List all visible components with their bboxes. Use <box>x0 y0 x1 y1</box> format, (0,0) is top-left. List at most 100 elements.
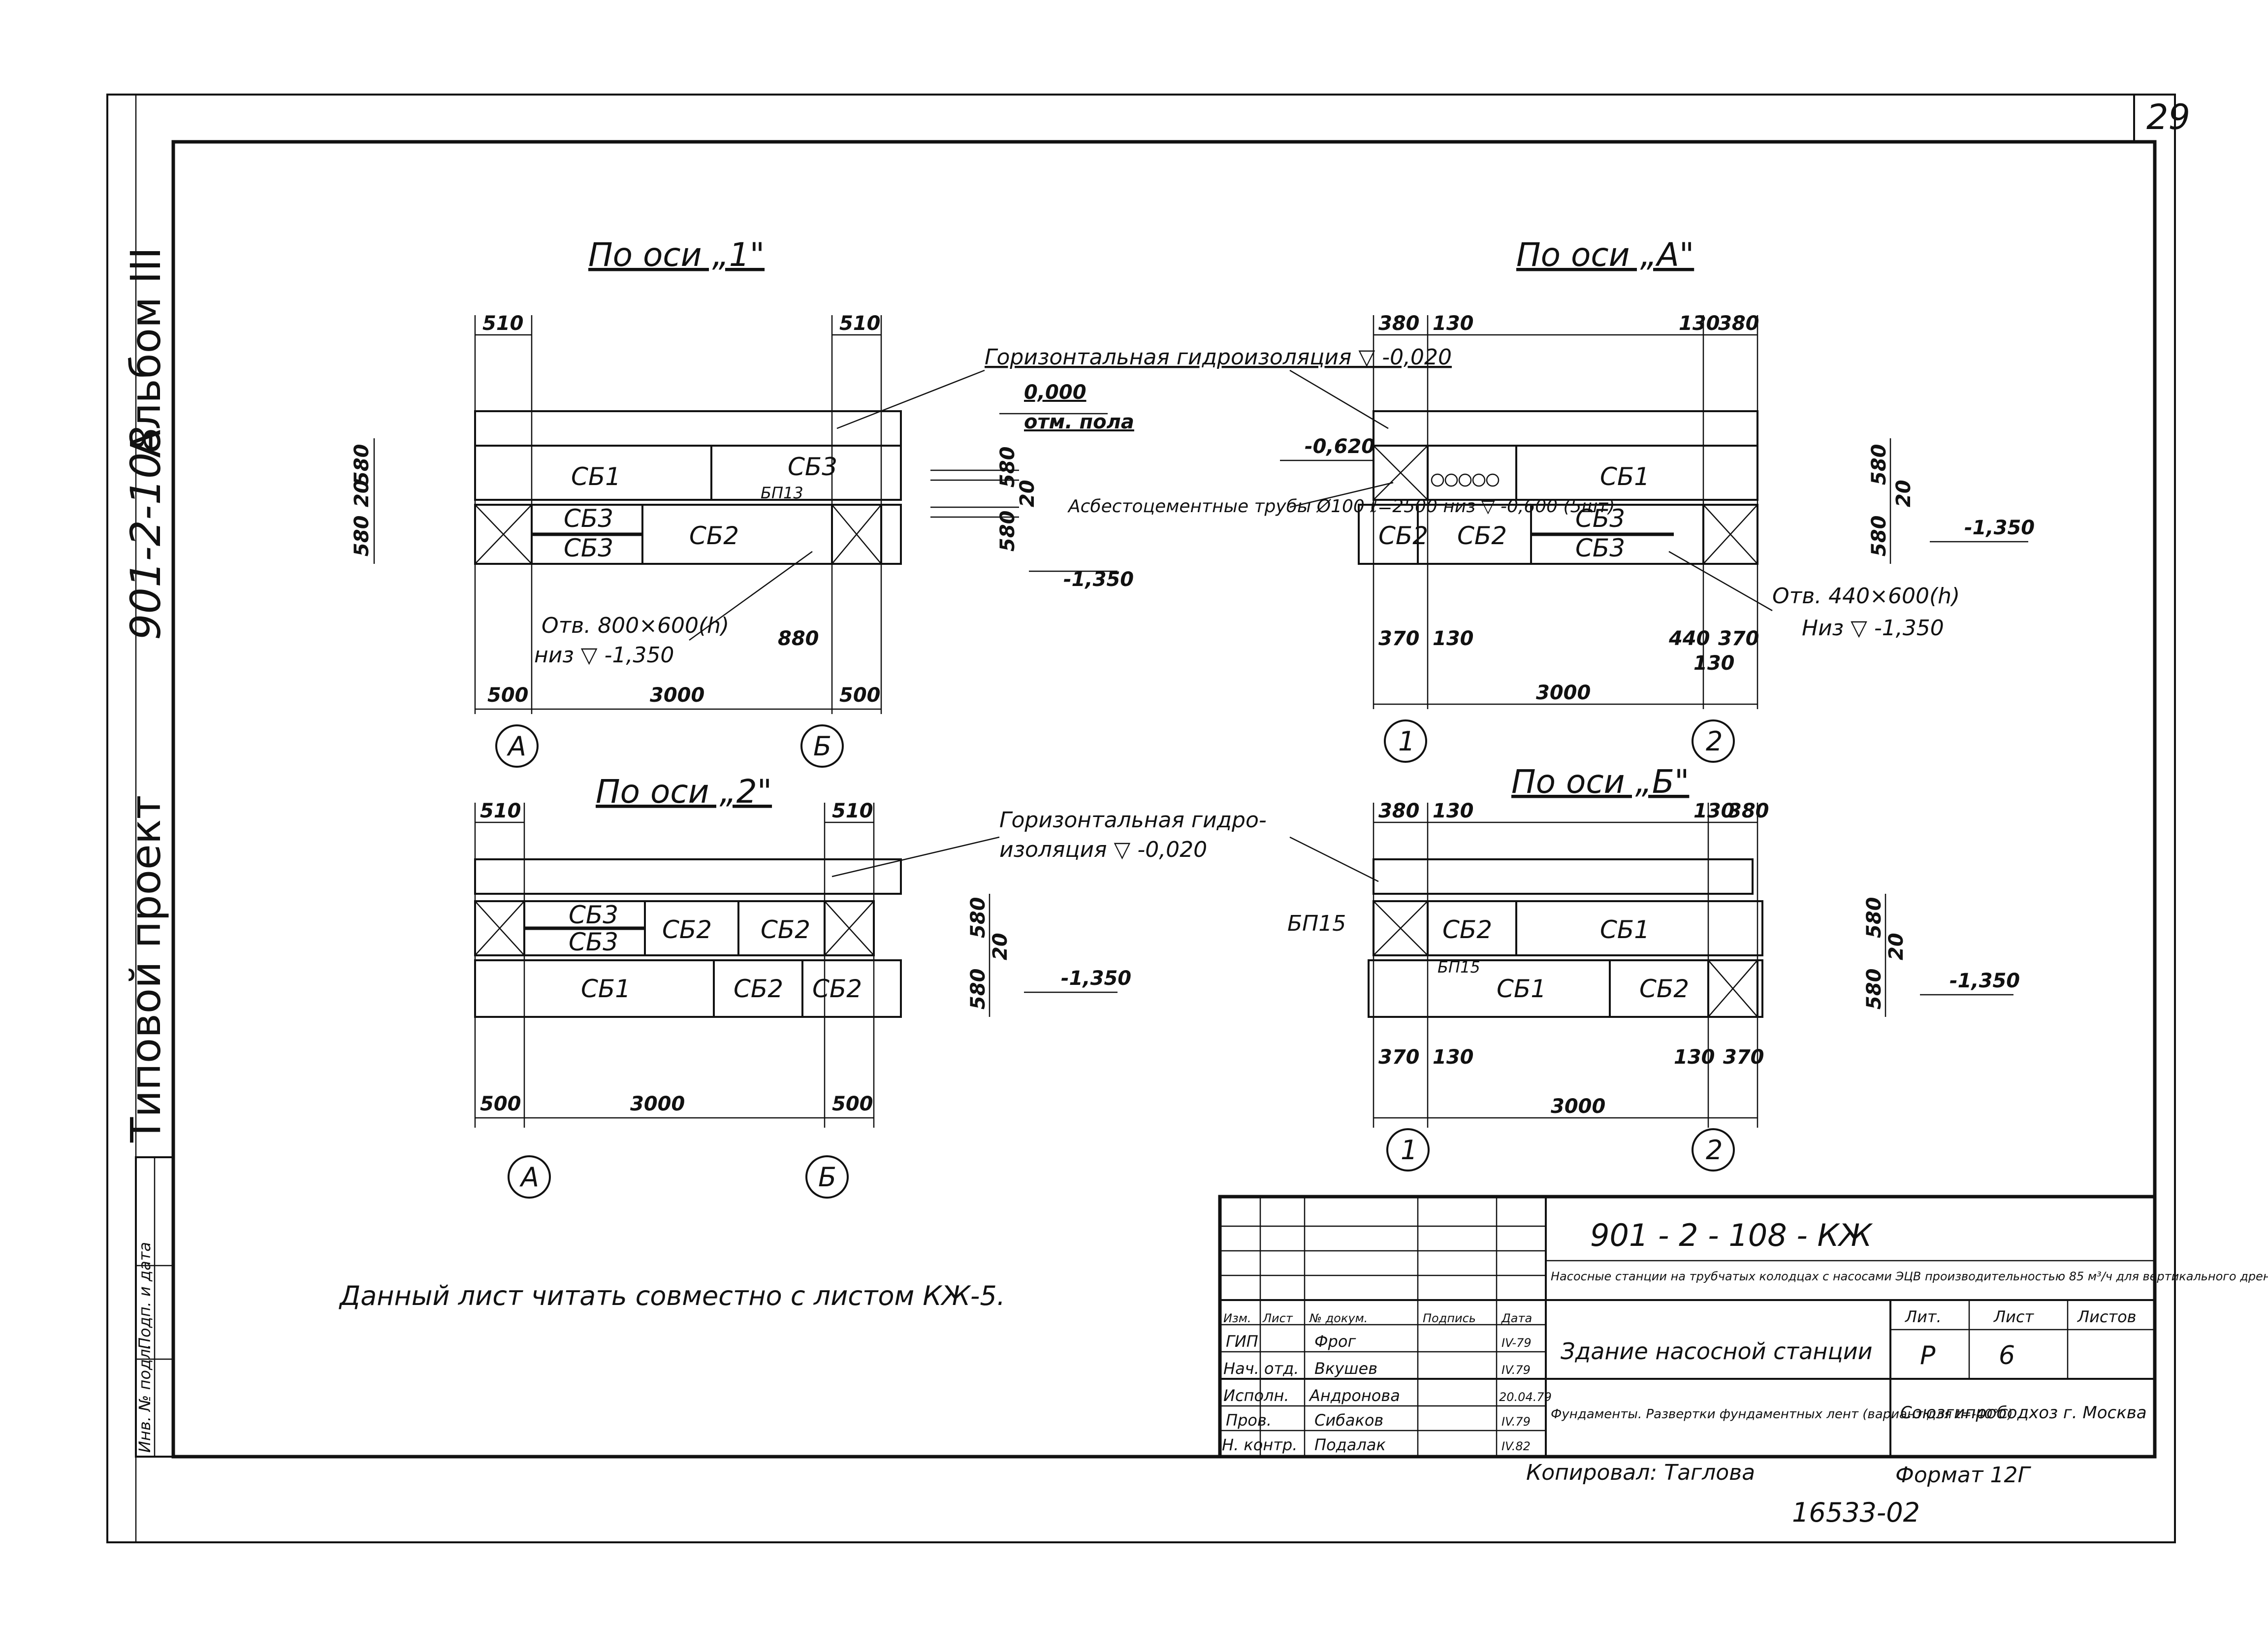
view-b-block-sb2-a: СБ2 <box>1442 915 1492 944</box>
view-a-dim-top-2: 130 <box>1433 312 1474 335</box>
view-b-axis-right-circle <box>1692 1128 1735 1172</box>
view-2-block-sb2-c: СБ2 <box>734 975 783 1003</box>
view-1-axis-right-circle <box>800 724 844 768</box>
view-b-level-right: -1,350 <box>1949 970 2020 992</box>
view-b-block-sb1-b: СБ1 <box>1497 975 1546 1003</box>
view-1-axis-left: А <box>507 731 526 762</box>
view-1-height-1: 580 <box>351 516 373 557</box>
view-b-axis-left-circle <box>1386 1128 1430 1172</box>
view-1-height-3: 580 <box>351 444 373 486</box>
tb-sheet-label: Лист <box>1993 1307 2034 1326</box>
tb-staff-name-1: Фрог <box>1314 1332 1356 1351</box>
tb-staff-date-2: IV.79 <box>1501 1363 1531 1377</box>
tb-staff-date-4: IV.79 <box>1501 1415 1531 1429</box>
view-b-block-sb1-a: СБ1 <box>1600 915 1650 944</box>
view-b-upper-row <box>1373 900 1763 956</box>
tb-org: Союзгипрободхоз г. Москва <box>1900 1403 2147 1423</box>
view-2-block-sb3-b: СБ3 <box>569 928 618 956</box>
tb-col-list: Лист <box>1262 1311 1293 1325</box>
view-a-block-sb2-a: СБ2 <box>1378 521 1428 550</box>
tb-staff-role-1: ГИП <box>1226 1332 1258 1351</box>
view-1-block-sb3-top: СБ3 <box>788 453 837 481</box>
view-1-axis-right: Б <box>813 731 831 762</box>
view-1-dim-bottom-2: 3000 <box>650 684 704 707</box>
pipe-2 <box>1444 473 1458 487</box>
outer-frame <box>106 94 2176 1543</box>
view-1-height-2: 20 <box>351 480 373 507</box>
tb-lit: Р <box>1920 1341 1936 1370</box>
view-b-dim-bottom-4: 130 <box>1674 1046 1715 1069</box>
view-1-block-sb3-a: СБ3 <box>564 504 613 533</box>
side-title-project: 901-2-108 <box>122 426 170 640</box>
view-b-dim-bottom-5: 370 <box>1723 1046 1764 1069</box>
view-1-opening-leader <box>689 551 813 641</box>
pipes-label: Асбестоцементные трубы Ø100 ℓ=2500 низ ▽… <box>1067 496 1615 517</box>
view-a-block-sb3-b: СБ3 <box>1575 534 1625 562</box>
zero-level: 0,000 <box>1024 381 1086 404</box>
view-b-pier-left-x2 <box>1373 901 1428 956</box>
hydro-bottom-2: изоляция ▽ -0,020 <box>999 837 1207 862</box>
view-b-dim-top-4: 380 <box>1728 800 1769 822</box>
view-a-dim-bottom-2: 130 <box>1433 627 1474 650</box>
view-1-block-sb1: СБ1 <box>571 462 621 491</box>
sheet-note: Данный лист читать совместно с листом КЖ… <box>339 1280 1005 1311</box>
view-1-opening: Отв. 800×600(h) <box>542 613 729 638</box>
mid-dim-1: 580 <box>996 511 1019 552</box>
view-b-height-1: 580 <box>1863 969 1885 1010</box>
side-title-album: Альбом III <box>122 247 170 458</box>
view-b-height-2: 20 <box>1885 933 1908 960</box>
view-a-dim-top-4: 380 <box>1718 312 1759 335</box>
view-axis-a: По оси „А" СБ1 СБ2 СБ2 СБ3 СБ3 380 130 1… <box>1280 236 2035 763</box>
view-b-bp15-under: БП15 <box>1437 958 1480 977</box>
view-a-height-3: 580 <box>1868 444 1890 486</box>
view-2-dim-top-left: 510 <box>480 800 521 822</box>
pipes-leader <box>1289 482 1394 508</box>
tb-staff-role-2: Нач. отд. <box>1223 1359 1299 1378</box>
view-b-dim-top-1: 380 <box>1378 800 1420 822</box>
view-a-axis-right: 2 <box>1706 726 1723 757</box>
view-2-axis-left-circle <box>508 1155 551 1199</box>
view-2-level-right: -1,350 <box>1061 967 1131 990</box>
view-b-axis-left: 1 <box>1401 1135 1417 1166</box>
view-2-height-3: 580 <box>967 897 990 939</box>
tb-frame <box>1218 1195 2157 1459</box>
tb-lit-label: Лит. <box>1905 1307 1942 1326</box>
view-b-bp15-left: БП15 <box>1287 911 1346 936</box>
side-title: Типовой проект 901-2-108 Альбом III <box>122 247 170 1143</box>
tb-col-doc: № докум. <box>1309 1311 1368 1325</box>
view-2-title: По оси „2" <box>596 773 772 811</box>
hydro-top-label: Горизонтальная гидроизоляция ▽ -0,020 <box>985 345 1452 370</box>
view-1-axis-left-circle <box>495 724 539 768</box>
view-a-dim-bottom-1: 370 <box>1378 627 1420 650</box>
hydro-bottom-leader-right <box>1289 836 1379 882</box>
sheet-number: 29 <box>2146 97 2190 137</box>
archive-number: 16533-02 <box>1792 1497 1920 1528</box>
view-2-dim-bottom-3: 500 <box>832 1093 873 1115</box>
pipe-3 <box>1458 473 1472 487</box>
view-a-level-left: -0,620 <box>1305 435 1375 458</box>
view-a-opening-level: Низ ▽ -1,350 <box>1802 616 1944 641</box>
view-a-pipes <box>1431 473 1500 487</box>
tb-staff-name-5: Подалак <box>1314 1435 1386 1454</box>
view-a-dim-top-1: 380 <box>1378 312 1420 335</box>
side-stamp-label-1: Инв. № подл. <box>135 1344 154 1453</box>
tb-staff-role-4: Пров. <box>1226 1411 1272 1430</box>
view-a-opening-leader <box>1668 551 1773 612</box>
view-2-pier-right-x2 <box>824 901 874 956</box>
view-a-dim-bottom-4: 440 <box>1668 627 1710 650</box>
tb-staff-date-1: IV-79 <box>1501 1336 1532 1350</box>
tb-staff-role-5: Н. контр. <box>1222 1435 1297 1454</box>
view-b-dim-top-3: 130 <box>1693 800 1735 822</box>
tb-col-date: Дата <box>1501 1311 1532 1325</box>
tb-col-sign: Подпись <box>1423 1311 1476 1325</box>
view-1-dim-extra: 880 <box>778 627 819 650</box>
view-a-dim-bottom-6: 130 <box>1693 652 1735 675</box>
floor-level: отм. пола <box>1024 411 1134 433</box>
hydro-bottom-callout: Горизонтальная гидро- изоляция ▽ -0,020 <box>831 808 1379 882</box>
view-a-slab <box>1373 410 1758 447</box>
tb-sheet: 6 <box>1999 1341 2015 1370</box>
view-a-level-right: -1,350 <box>1964 517 2035 539</box>
view-axis-b: По оси „Б" СБ2 СБ1 СБ1 СБ2 БП15 БП15 380… <box>1287 763 2020 1172</box>
tb-sheets-label: Листов <box>2077 1307 2137 1326</box>
view-a-height-2: 20 <box>1892 480 1915 507</box>
